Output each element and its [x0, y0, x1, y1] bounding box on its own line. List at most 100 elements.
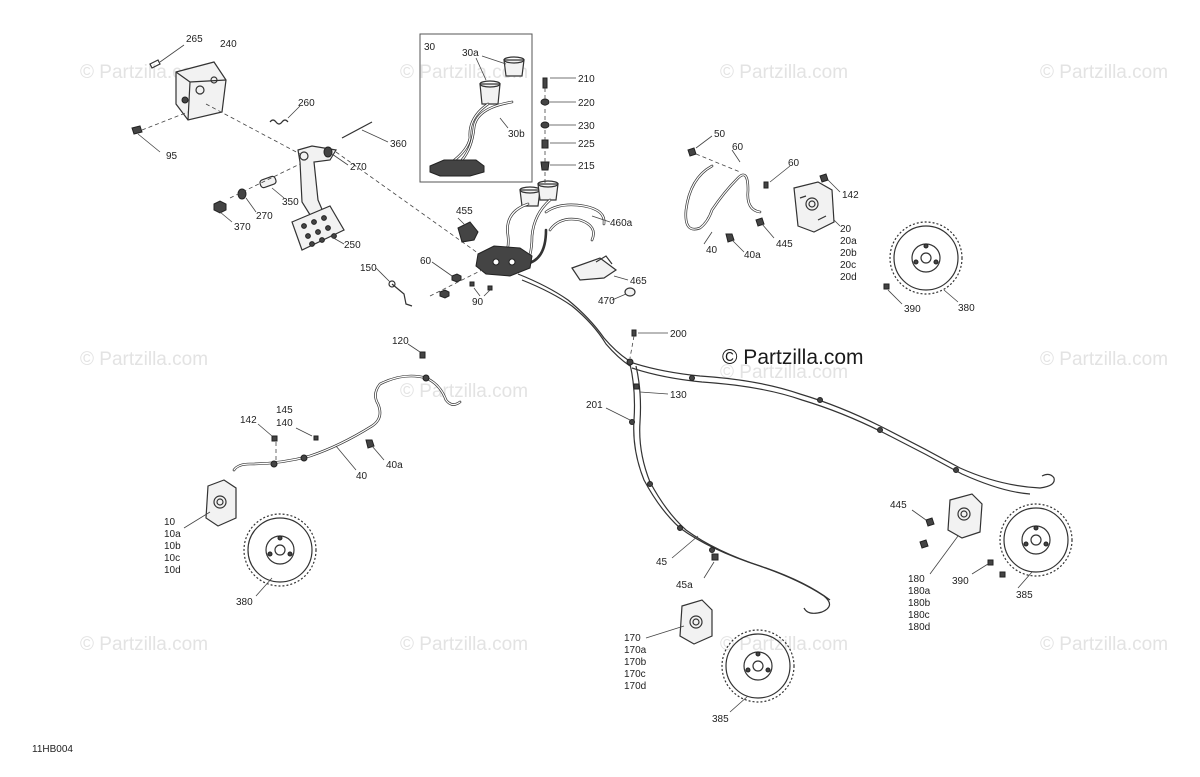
master-reservoir	[519, 189, 541, 207]
reservoir	[503, 59, 525, 77]
bolt-142	[819, 173, 829, 183]
clip-45a	[711, 553, 719, 561]
callout-label: 170d	[624, 681, 646, 692]
callout-label: 95	[166, 151, 178, 162]
watermark: © Partzilla.com	[400, 381, 528, 402]
callout-label: 210	[578, 74, 595, 85]
callout-label: 10d	[164, 565, 181, 576]
rear-right-brake: 445 180 180a 180b 180c 180d 390 385	[890, 493, 1073, 633]
callout-label: 45	[656, 557, 668, 568]
callout-label: 10	[164, 517, 176, 528]
callout-label: 10c	[164, 553, 180, 564]
copyright-mark: © Partzilla.com	[722, 346, 864, 369]
master-cylinder	[475, 245, 533, 277]
watermark: © Partzilla.com	[400, 634, 528, 655]
pedal-pivot-hole	[299, 151, 309, 161]
callout-label: 390	[952, 576, 969, 587]
washer-140	[313, 435, 319, 441]
nut-60	[451, 273, 462, 283]
callout-label: 142	[240, 415, 257, 426]
pivot-bolt	[341, 121, 373, 139]
caliper-rear-right	[947, 493, 983, 539]
bolt-130	[633, 383, 640, 390]
callout-label: 45a	[676, 580, 693, 591]
callout-label: 50	[714, 129, 726, 140]
callout-label: 260	[298, 98, 315, 109]
callout-label: 180a	[908, 586, 931, 597]
bushing	[323, 146, 333, 158]
front-right-brake: 50 60 60 142 40 40a 445 20 20a 20b 20c 2…	[684, 129, 975, 315]
callout-label: 90	[472, 297, 484, 308]
callout-label: 455	[456, 206, 473, 217]
callout-label: 170b	[624, 657, 647, 668]
diagram-code: 11HB004	[32, 744, 73, 755]
pedal-bracket-edge	[175, 71, 227, 121]
callout-label: 20d	[840, 272, 857, 283]
callout-label: 180d	[908, 622, 930, 633]
master-cylinder-small	[429, 159, 485, 177]
watermark: © Partzilla.com	[400, 62, 528, 83]
callout-label: 145	[276, 405, 293, 416]
callout-label: 130	[670, 390, 687, 401]
watermark: © Partzilla.com	[720, 62, 848, 83]
callout-label: 20	[840, 224, 852, 235]
brake-line-main	[517, 273, 629, 361]
brake-pedal-assembly: 265 240 260 360 95 270 350 270 370 250	[131, 34, 483, 257]
bolt-90	[487, 285, 493, 291]
bolt-210	[542, 77, 548, 89]
brake-disc-front-left	[243, 513, 317, 587]
callout-label: 20c	[840, 260, 856, 271]
callout-label: 265	[186, 34, 203, 45]
callout-label: 390	[904, 304, 921, 315]
pedal-pad	[291, 205, 345, 251]
watermark: © Partzilla.com	[80, 634, 208, 655]
callout-label: 250	[344, 240, 361, 251]
callout-label: 40	[706, 245, 718, 256]
master-cylinder-assembly: 210 220 230 225 215 455 460a 465 470 60 …	[360, 74, 647, 308]
callout-label: 220	[578, 98, 595, 109]
callout-label: 360	[390, 139, 407, 150]
callout-label: 200	[670, 329, 687, 340]
fitting-201	[629, 419, 635, 425]
reservoir-inset: 30 30a 30b	[419, 33, 533, 183]
pivot-sleeve	[259, 175, 277, 189]
callout-label: 180c	[908, 610, 930, 621]
callout-label: 270	[350, 162, 367, 173]
callout-label: 20a	[840, 236, 857, 247]
return-spring	[269, 119, 289, 125]
callout-label: 140	[276, 418, 293, 429]
caliper-front-right	[793, 181, 835, 233]
master-reservoir	[537, 183, 559, 201]
front-left-brake: 120 145 140 142 40 40a 10 10a 10b 10c 10…	[164, 336, 462, 608]
nut-60	[439, 289, 450, 299]
bolt-50	[687, 147, 697, 157]
callout-label: 40a	[386, 460, 403, 471]
caliper-front-left	[205, 479, 237, 527]
brake-hose-front-right	[684, 164, 762, 231]
brake-lines: 200 130 201 45 45a	[517, 273, 1055, 614]
brake-line-rear-left	[629, 363, 831, 614]
callout-label: 270	[256, 211, 273, 222]
callout-label: 445	[890, 500, 907, 511]
junction-fitting	[626, 358, 634, 366]
callout-label: 385	[712, 714, 729, 725]
callout-label: 170a	[624, 645, 647, 656]
washer-60	[763, 181, 769, 189]
callout-label: 180	[908, 574, 925, 585]
watermark: © Partzilla.com	[1040, 634, 1168, 655]
callout-label: 240	[220, 39, 237, 50]
bolt-390	[987, 559, 994, 566]
bolt-445	[925, 517, 935, 527]
callout-label: 180b	[908, 598, 931, 609]
callout-label: 380	[236, 597, 253, 608]
bolt-142	[271, 435, 278, 442]
bolt-445	[919, 539, 929, 549]
callout-label: 201	[586, 400, 603, 411]
callout-label: 350	[282, 197, 299, 208]
callout-label: 150	[360, 263, 377, 274]
callout-label: 170	[624, 633, 641, 644]
pedal-bracket	[175, 61, 227, 121]
caliper-rear-left	[679, 599, 713, 645]
pushrod-150	[391, 283, 413, 307]
